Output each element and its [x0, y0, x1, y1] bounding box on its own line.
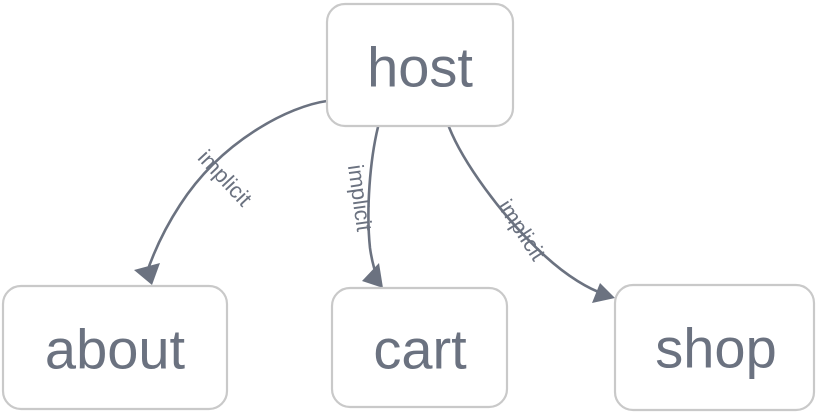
node-cart-rect: [330, 286, 509, 409]
edge-host-shop-label: implicit: [493, 195, 551, 265]
node-shop[interactable]: shop: [613, 283, 816, 412]
edge-host-about-path: [144, 99, 329, 277]
node-host[interactable]: host: [325, 2, 515, 128]
node-shop-rect: [613, 283, 816, 412]
node-about-label: about: [45, 318, 186, 381]
node-cart[interactable]: cart: [330, 286, 509, 409]
edge-group: implicit implicit implicit: [134, 99, 615, 303]
node-about-rect: [1, 284, 229, 411]
edge-host-cart-label: implicit: [343, 163, 377, 233]
edge-host-about[interactable]: implicit: [134, 99, 329, 285]
edge-host-about-arrowhead: [134, 263, 160, 285]
edge-host-cart-arrowhead: [362, 263, 383, 288]
node-shop-label: shop: [655, 317, 776, 380]
node-about[interactable]: about: [1, 284, 229, 411]
node-host-rect: [325, 2, 515, 128]
edge-host-shop[interactable]: implicit: [447, 125, 615, 303]
edge-host-cart[interactable]: implicit: [343, 125, 383, 288]
node-host-label: host: [367, 36, 473, 99]
node-cart-label: cart: [373, 318, 467, 381]
edge-host-shop-path: [447, 125, 606, 296]
edge-host-shop-arrowhead: [592, 283, 615, 303]
